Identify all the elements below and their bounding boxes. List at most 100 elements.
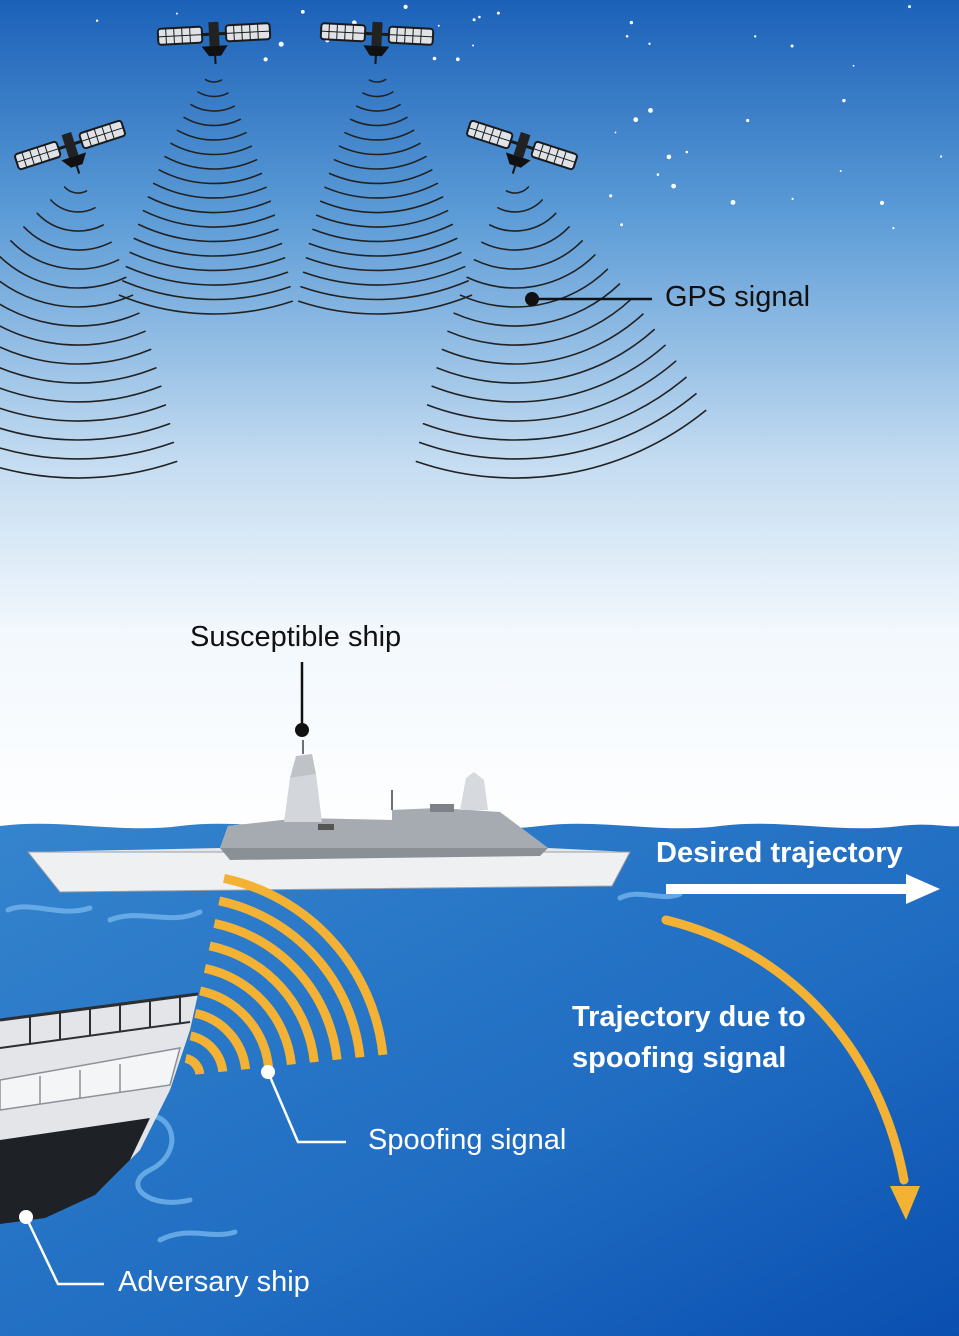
gps-wave-arc <box>319 196 444 214</box>
adversary-ship-icon <box>0 992 199 1224</box>
susceptible-ship-label: Susceptible ship <box>190 621 402 653</box>
gps-wave-arc <box>333 155 427 170</box>
gps-wave-arc <box>0 280 134 308</box>
star <box>496 11 500 15</box>
spoofing-signal-label: Spoofing signal <box>368 1124 567 1156</box>
gps-wave-arc <box>436 328 655 384</box>
gps-wave-arc <box>315 209 449 228</box>
star <box>437 24 440 27</box>
gps-wave-arc <box>489 212 557 232</box>
star <box>754 35 757 38</box>
gps-wave-arc <box>63 186 88 194</box>
gps-wave-arc <box>122 280 291 301</box>
star <box>685 150 689 154</box>
gps-callout-dot <box>525 292 539 306</box>
star <box>908 5 911 9</box>
gps-wave-arc <box>0 422 171 441</box>
gps-wave-arc <box>183 116 242 127</box>
star <box>666 154 672 160</box>
gps-wave-arc <box>0 346 152 365</box>
star <box>648 42 651 45</box>
adversary-ship-callout-dot <box>19 1210 33 1224</box>
star <box>656 173 660 176</box>
spoofed-trajectory-label-line2: spoofing signal <box>572 1042 787 1074</box>
gps-wave-arc <box>481 226 570 251</box>
star <box>629 20 634 25</box>
gps-wave-arc <box>312 223 454 243</box>
gps-wave-arc <box>302 265 466 286</box>
star <box>940 155 943 158</box>
gps-wave-arc <box>431 344 666 403</box>
gps-wave-arc <box>36 212 104 232</box>
star <box>852 64 855 67</box>
star <box>790 44 794 48</box>
gps-wave-arc <box>0 325 146 346</box>
gps-wave-arc <box>125 265 289 286</box>
gps-wave-arc <box>418 393 697 460</box>
warship-icon <box>26 740 631 893</box>
spoofed-trajectory-label-line1: Trajectory due to <box>572 1001 806 1033</box>
gps-wave-arc <box>297 294 473 315</box>
gps-wave-arc <box>142 209 276 228</box>
gps-wave-arc <box>129 251 286 272</box>
spoof-wave-arc <box>213 918 342 1061</box>
gps-wave-arc <box>368 78 387 83</box>
gps-wave-arc <box>0 460 178 479</box>
gps-wave-arc <box>0 441 175 460</box>
star <box>432 56 437 61</box>
spoof-wave-arc <box>189 1031 228 1073</box>
gps-wave-arc <box>118 294 294 315</box>
star <box>633 117 639 123</box>
spoof-wave-arc <box>223 873 388 1056</box>
star <box>730 200 736 205</box>
desired-trajectory-label: Desired trajectory <box>656 837 903 869</box>
gps-wave-arc <box>338 142 421 156</box>
gps-wave-arc <box>147 196 272 214</box>
gps-wave-arc <box>324 182 439 199</box>
susceptible-ship-callout-dot <box>295 723 309 737</box>
spoofing-signal-callout-line <box>266 1071 346 1144</box>
gps-wave-arc <box>415 409 707 479</box>
gps-wave-arc <box>497 199 543 213</box>
spoof-wave-arc <box>218 896 365 1058</box>
gps-wave-arc <box>349 116 408 127</box>
gps-wave-arc <box>0 385 162 403</box>
gps-wave-arc <box>152 182 267 199</box>
gps-wave-arc <box>190 103 236 112</box>
star <box>746 118 750 123</box>
gps-wave-arc <box>300 280 469 301</box>
gps-signal-waves <box>0 78 707 479</box>
gps-wave-arc <box>204 78 223 83</box>
gps-wave-arc <box>23 226 112 251</box>
star <box>472 44 475 47</box>
spoof-wave-arc <box>184 1053 205 1075</box>
star <box>300 9 305 14</box>
gps-wave-arc <box>355 103 401 112</box>
gps-wave-arc <box>10 240 120 270</box>
desired-trajectory-arrow <box>666 874 940 904</box>
gps-wave-arc <box>447 298 633 346</box>
star <box>609 194 613 198</box>
gps-wave-arc <box>441 313 644 365</box>
gps-wave-arc <box>0 404 167 422</box>
water-ripples <box>5 891 683 1243</box>
gps-wave-arc <box>164 155 258 170</box>
star <box>263 57 268 62</box>
gps-wave-arc <box>505 186 530 194</box>
gps-wave-arc <box>344 129 415 141</box>
spoofing-signal-callout-dot <box>261 1065 275 1079</box>
star <box>842 98 846 103</box>
adversary-ship-callout-line <box>24 1216 104 1286</box>
gps-wave-arc <box>158 169 263 185</box>
star <box>625 35 629 38</box>
adversary-ship-label: Adversary ship <box>118 1266 310 1298</box>
spoof-wave-arc <box>203 963 296 1066</box>
star <box>620 223 623 227</box>
gps-wave-arc <box>0 303 140 327</box>
gps-wave-arc <box>362 91 394 98</box>
spoofing-signal-waves <box>184 873 388 1075</box>
gps-wave-arc <box>459 268 609 308</box>
gps-wave-arc <box>328 169 433 185</box>
star <box>839 170 842 172</box>
